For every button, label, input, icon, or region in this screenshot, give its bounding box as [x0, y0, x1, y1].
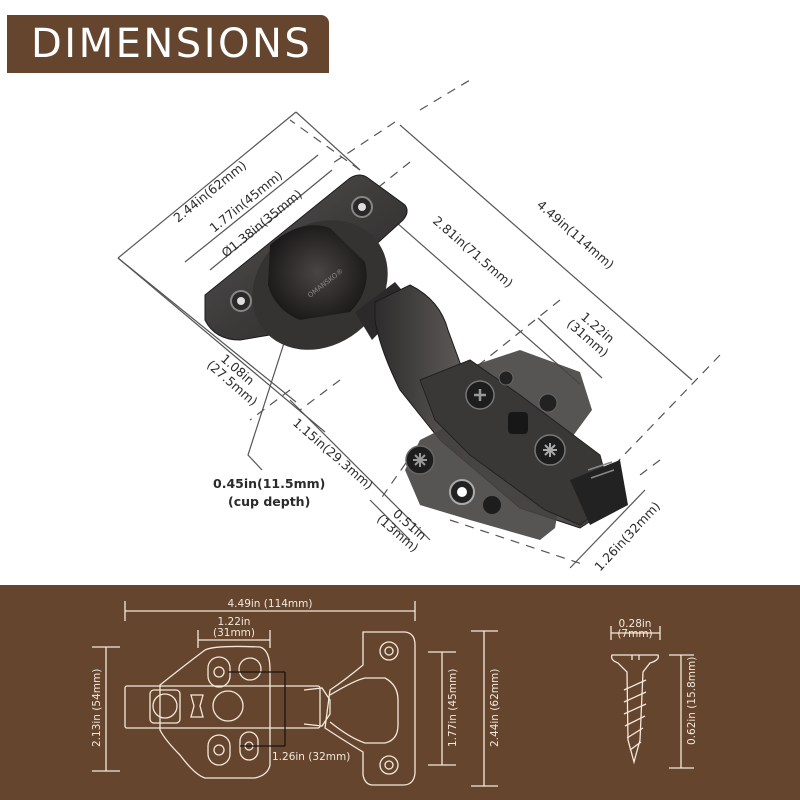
dimension-lines	[117, 111, 693, 569]
drawing-mounting-plate	[159, 645, 271, 779]
td-plate-height: 2.13in (54mm)	[91, 669, 103, 747]
td-cup-plate-height: 2.44in (62mm)	[489, 669, 501, 747]
td-plate-width: 1.22in	[218, 616, 251, 628]
dimensions-header-badge: DIMENSIONS	[7, 15, 329, 73]
drawing-cup	[329, 677, 399, 744]
hinge-photo-illustration: OMANSKO® 2.44in(62mm) 1.77in(4	[117, 80, 721, 574]
td-plate-width-mm: (31mm)	[213, 627, 255, 639]
dimensions-title: DIMENSIONS	[31, 21, 313, 67]
dim-overall-length: 4.49in(114mm)	[534, 197, 617, 272]
td-cup-hole-spacing: 1.77in (45mm)	[447, 669, 459, 747]
drawing-cup-plate	[324, 631, 416, 786]
dim-cup-depth-note: (cup depth)	[228, 494, 310, 509]
td-screw-head-diameter: 0.28in	[619, 618, 652, 630]
td-screw-length: 0.62in (15.8mm)	[686, 657, 698, 745]
drawing-screw	[610, 654, 659, 765]
td-hole-spacing: 1.26in (32mm)	[272, 751, 350, 763]
dim-arm-length: 2.81in(71.5mm)	[430, 213, 516, 291]
hinge-photo-area: OMANSKO® 2.44in(62mm) 1.77in(4	[0, 80, 800, 585]
dim-cup-depth: 0.45in(11.5mm)	[213, 476, 325, 491]
technical-drawing: 4.49in (114mm) 1.22in (31mm) 1.26in (32m…	[91, 598, 698, 787]
td-overall-length: 4.49in (114mm)	[228, 598, 313, 610]
td-screw-head-diameter-mm: (7mm)	[617, 628, 652, 640]
technical-drawing-panel: 4.49in (114mm) 1.22in (31mm) 1.26in (32m…	[0, 585, 800, 800]
